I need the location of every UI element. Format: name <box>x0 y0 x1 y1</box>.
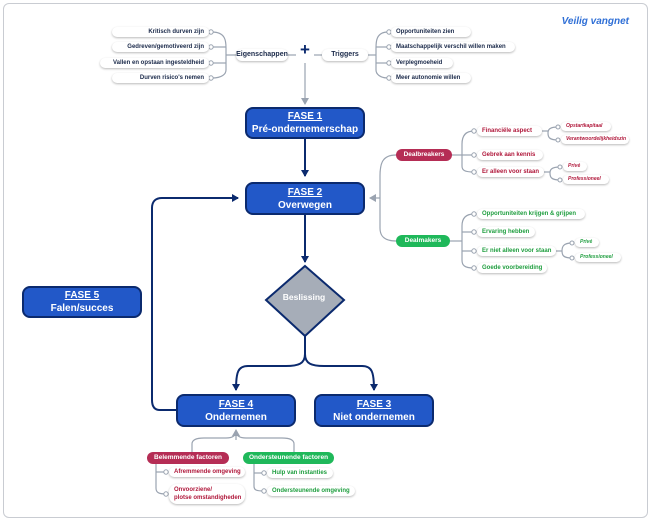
fase1-name: FASE 1 <box>287 111 323 122</box>
trigger-item: Maatschappelijk verschil willen maken <box>391 42 515 52</box>
diagram-frame <box>3 3 648 518</box>
ondersteunende-label: Ondersteunende factoren <box>243 452 334 464</box>
fase4-label: Ondernemen <box>205 411 267 423</box>
dealmaker-item: Opportuniteiten krijgen & grijpen <box>477 209 585 219</box>
fase5-name: FASE 5 <box>64 290 100 301</box>
fase1-label: Pré-ondernemerschap <box>251 124 359 135</box>
eigenschap-item: Vallen en opstaan ingesteldheid <box>100 58 209 68</box>
diagram-title: Veilig vangnet <box>561 16 629 27</box>
dealmaker-item: Ervaring hebben <box>477 227 535 237</box>
ondersteunende-item: Hulp van instanties <box>267 468 333 478</box>
fase4-name: FASE 4 <box>218 398 254 410</box>
fase1-box: FASE 1 Pré-ondernemerschap <box>245 107 365 139</box>
deal-connectors <box>369 154 397 242</box>
eigenschap-item: Kritisch durven zijn <box>112 27 209 37</box>
fase2-label: Overwegen <box>278 199 332 211</box>
triggers-connectors <box>368 31 389 79</box>
belemmende-item: Afremmende omgeving <box>169 467 245 477</box>
fase2-name: FASE 2 <box>287 186 323 198</box>
dealbreakers-label: Dealbreakers <box>396 149 452 161</box>
main-flow <box>151 139 378 411</box>
belemmende-label: Belemmende factoren <box>147 452 229 464</box>
belemmende-item: Onvoorziene/ plotse omstandigheden <box>169 484 245 504</box>
triggers-dots <box>386 29 392 81</box>
trigger-item: Opportuniteiten zien <box>391 27 471 37</box>
eigenschap-item: Durven risico's nemen <box>112 73 209 83</box>
fase5-box: FASE 5 Falen/succes <box>22 286 142 318</box>
fase5-label: Falen/succes <box>50 303 114 314</box>
dealmaker-sub: Privé <box>575 238 599 247</box>
dealbreaker-sub: Professioneel <box>563 175 609 184</box>
eigenschappen-connectors <box>211 31 236 79</box>
fase3-box: FASE 3 Niet ondernemen <box>314 394 434 427</box>
ondersteunende-item: Ondersteunende omgeving <box>267 486 355 496</box>
factors-dots <box>163 469 267 497</box>
fase2-box: FASE 2 Overwegen <box>245 182 365 215</box>
dealbreakers-dots <box>471 124 563 183</box>
belemmende-item-line1: Onvoorziene/ <box>174 487 213 493</box>
eigenschappen-label: Eigenschappen <box>236 49 288 61</box>
beslissing-label: Beslissing <box>282 292 326 302</box>
dealbreaker-item: Gebrek aan kennis <box>477 150 543 160</box>
dealmakers-label: Dealmakers <box>396 235 450 247</box>
dealbreaker-item: Er alleen voor staan <box>477 167 544 177</box>
plus-icon: + <box>300 40 310 59</box>
dealbreaker-sub: Opstartkapitaal <box>561 122 611 131</box>
trigger-item: Meer autonomie willen <box>391 73 471 83</box>
dealbreaker-item: Financiële aspect <box>477 126 542 136</box>
dealmakers-connectors <box>450 213 573 269</box>
dealbreaker-sub: Verantwoordelijkheidszin <box>561 135 629 144</box>
triggers-label: Triggers <box>322 49 368 61</box>
eigenschappen-dots <box>208 29 214 81</box>
dealmakers-dots <box>471 211 575 271</box>
beslissing-diamond <box>264 264 346 338</box>
fase3-name: FASE 3 <box>356 398 392 410</box>
eigenschap-item: Gedreven/gemotiveerd zijn <box>112 42 209 52</box>
dealmaker-item: Goede voorbereiding <box>477 263 547 273</box>
dealmaker-item: Er niet alleen voor staan <box>477 246 556 256</box>
dealmaker-sub: Professioneel <box>575 253 621 262</box>
belemmende-item-line2: plotse omstandigheden <box>174 495 242 501</box>
fase4-box: FASE 4 Ondernemen <box>176 394 296 427</box>
trigger-item: Verplegmoeheid <box>391 58 453 68</box>
dealbreaker-sub: Privé <box>563 162 587 171</box>
fase3-label: Niet ondernemen <box>333 411 415 423</box>
